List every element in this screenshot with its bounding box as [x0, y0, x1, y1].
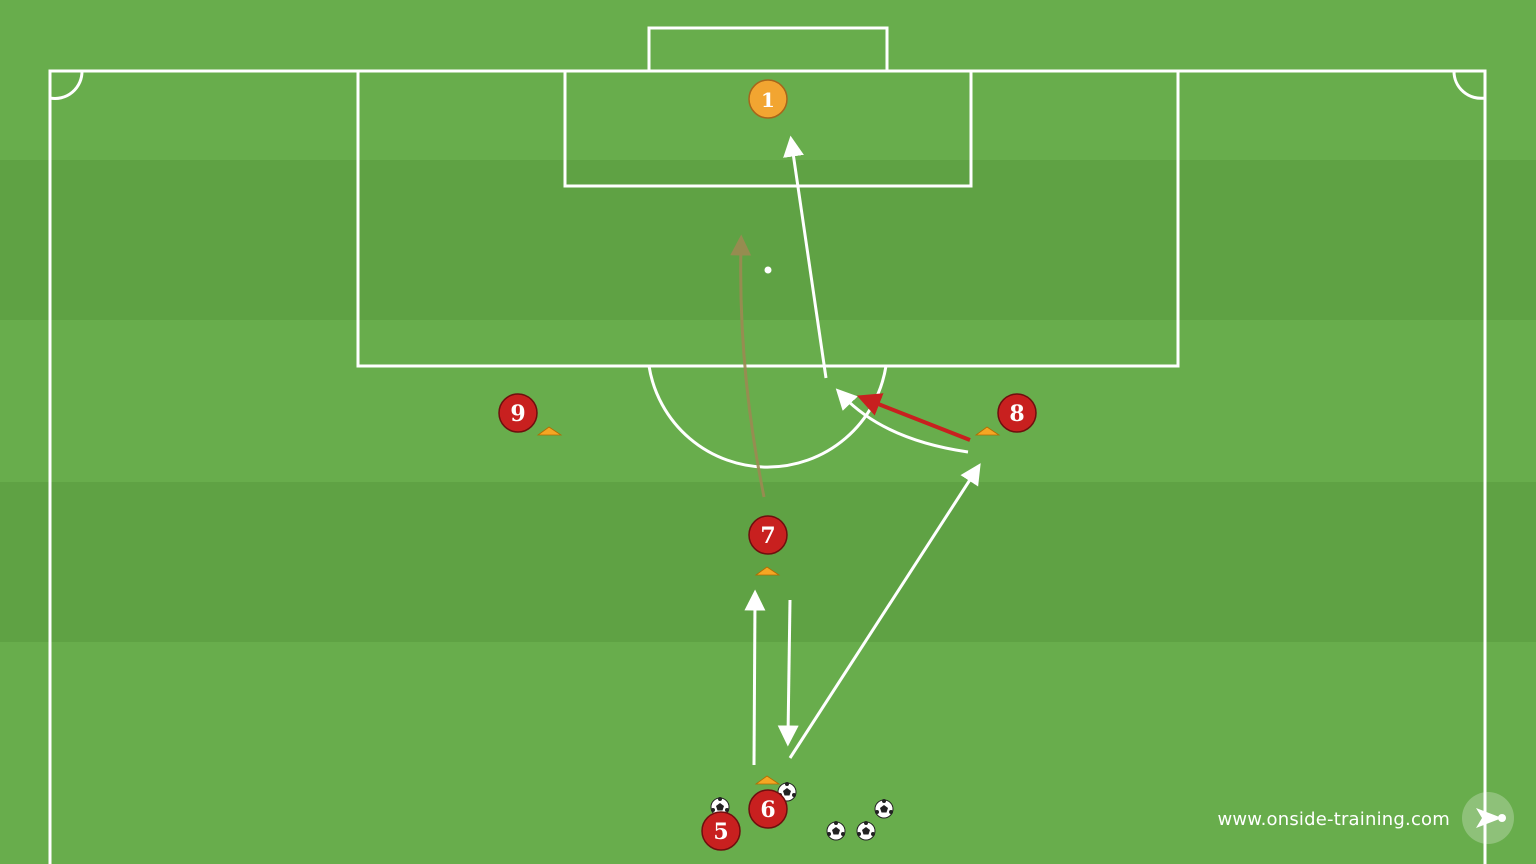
player-number: 7	[760, 523, 775, 549]
player-number: 5	[713, 819, 728, 845]
player-8[interactable]: 8	[997, 393, 1037, 433]
shot-arrow-to-goal	[783, 135, 828, 379]
player-9[interactable]: 9	[498, 393, 538, 433]
goalkeeper[interactable]: 1	[748, 79, 788, 119]
cone-icon	[536, 426, 563, 436]
logo-glyph	[1476, 808, 1506, 828]
watermark-text: www.onside-training.com	[1217, 809, 1450, 830]
cone-icon	[754, 775, 781, 785]
player-5[interactable]: 5	[701, 811, 741, 851]
pass-arrow-5-to-7	[744, 589, 766, 766]
pitch-markings	[48, 26, 1487, 864]
run-arrow-red-8	[856, 393, 971, 442]
corner-arc-left	[49, 70, 84, 100]
player-number: 8	[1009, 401, 1024, 427]
run-arrow-player-7	[730, 234, 766, 498]
goal-area	[563, 69, 973, 188]
corner-arc-right	[1452, 70, 1486, 100]
penalty-spot	[764, 266, 772, 274]
cone-icon	[754, 566, 781, 576]
arrows	[730, 135, 981, 766]
cone-icon	[974, 426, 1001, 436]
player-number: 6	[760, 797, 775, 823]
goalkeeper-number: 1	[761, 88, 775, 112]
pass-arrow-7-to-6	[777, 599, 799, 747]
player-number: 9	[510, 401, 525, 427]
pass-arrow-6-to-8	[788, 463, 981, 759]
dribble-arrow-8	[835, 388, 969, 454]
onside-training-logo-icon	[1462, 792, 1514, 844]
cones	[536, 426, 1001, 785]
player-7[interactable]: 7	[748, 515, 788, 555]
player-6[interactable]: 6	[748, 789, 788, 829]
